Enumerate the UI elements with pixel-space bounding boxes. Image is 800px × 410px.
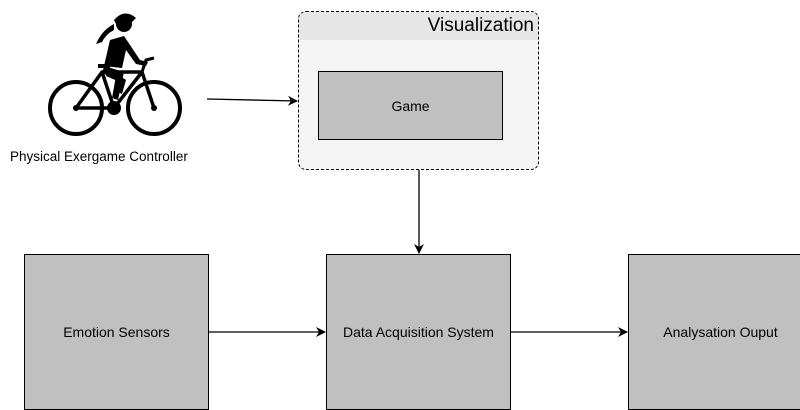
edge-controller-to-visualization (206, 95, 298, 106)
cyclist-icon (48, 13, 182, 136)
data-acquisition-node: Data Acquisition System (326, 254, 511, 410)
controller-caption: Physical Exergame Controller (10, 149, 188, 164)
analysation-output-node: Analysation Ouput (628, 254, 800, 410)
game-node: Game (318, 71, 503, 140)
visualization-title: Visualization (299, 12, 538, 40)
emotion-sensors-node: Emotion Sensors (24, 254, 209, 410)
